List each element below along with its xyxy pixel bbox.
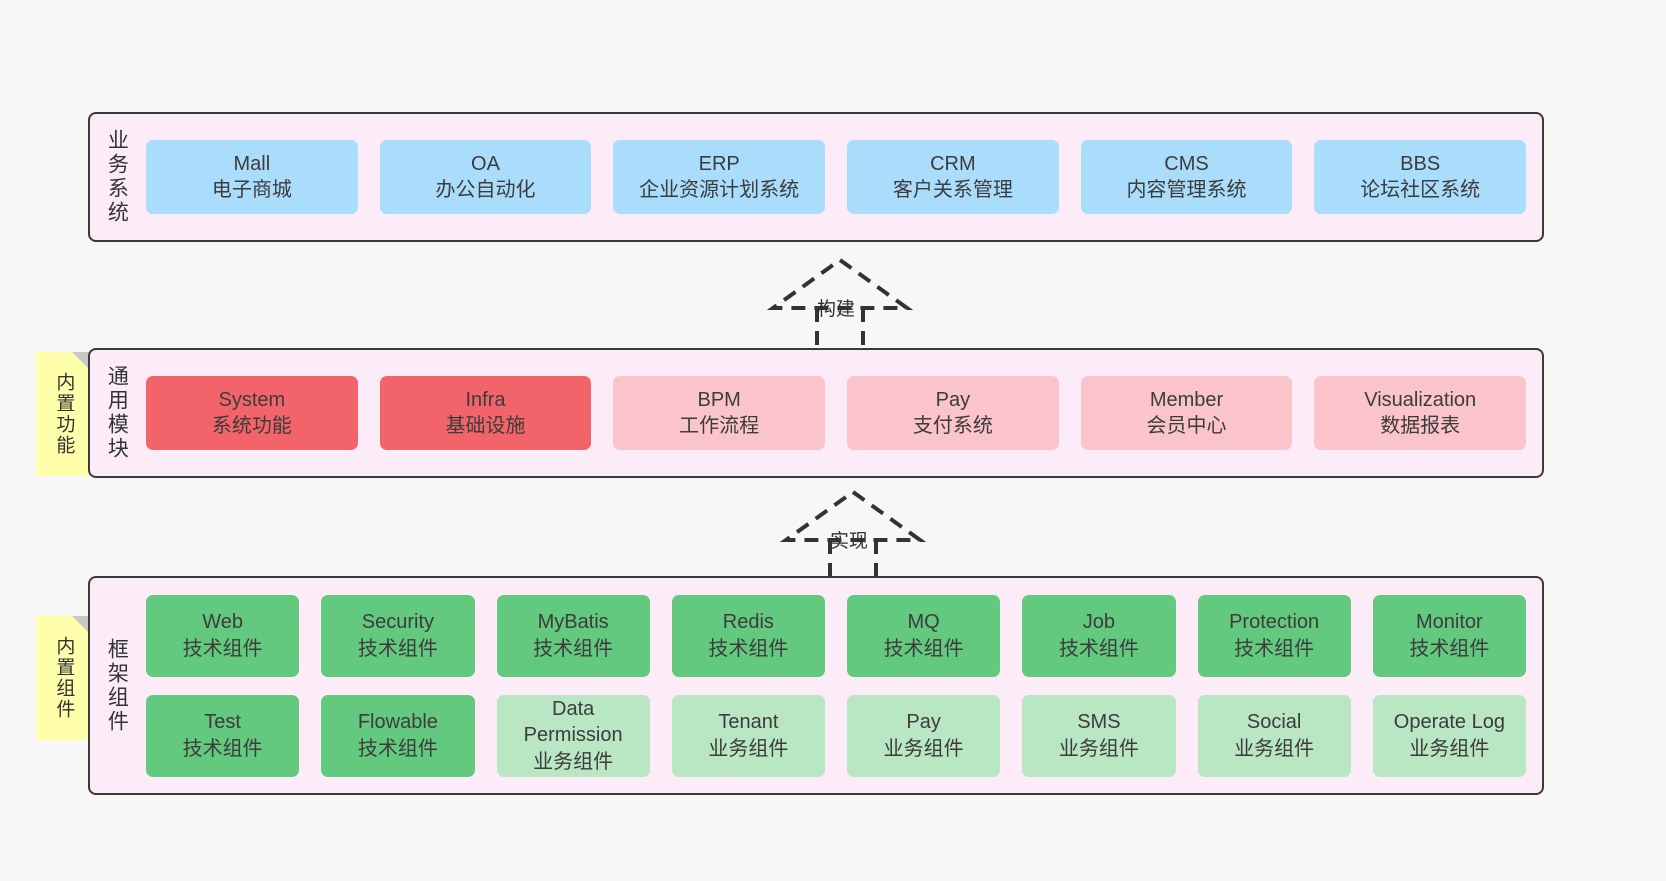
card-mall[interactable]: Mall 电子商城 bbox=[146, 140, 358, 214]
layer-business-body: Mall 电子商城 OA 办公自动化 ERP 企业资源计划系统 CRM 客户关系… bbox=[142, 114, 1542, 240]
generalization-arrowhead bbox=[779, 489, 927, 542]
card-job[interactable]: Job 技术组件 bbox=[1022, 594, 1176, 677]
card-mybatis[interactable]: MyBatis 技术组件 bbox=[496, 594, 650, 677]
card-member[interactable]: Member 会员中心 bbox=[1080, 376, 1293, 450]
card-erp[interactable]: ERP 企业资源计划系统 bbox=[613, 140, 826, 214]
layer-common-title: 通用模块 bbox=[105, 365, 129, 461]
card-crm[interactable]: CRM 客户关系管理 bbox=[847, 140, 1059, 214]
card-web[interactable]: Web 技术组件 bbox=[146, 594, 300, 677]
card-bbs[interactable]: BBS 论坛社区系统 bbox=[1314, 140, 1527, 214]
connector-build: 构建 bbox=[755, 256, 925, 352]
layer-common-body: System 系统功能 Infra 基础设施 BPM 工作流程 Pay 支付系统… bbox=[142, 350, 1542, 476]
layer-framework-body: Web 技术组件 Security 技术组件 MyBatis 技术组件 Redi… bbox=[142, 578, 1542, 793]
card-security[interactable]: Security 技术组件 bbox=[321, 594, 475, 677]
connector-implement-label: 实现 bbox=[830, 531, 869, 552]
note-fold-icon bbox=[72, 616, 90, 634]
common-card-row: System 系统功能 Infra 基础设施 BPM 工作流程 Pay 支付系统… bbox=[146, 376, 1527, 450]
card-pay-component[interactable]: Pay 业务组件 bbox=[847, 694, 1001, 777]
card-flowable[interactable]: Flowable 技术组件 bbox=[321, 694, 475, 777]
layer-business-title: 业务系统 bbox=[105, 129, 129, 225]
card-sms[interactable]: SMS 业务组件 bbox=[1022, 694, 1176, 777]
card-monitor[interactable]: Monitor 技术组件 bbox=[1372, 594, 1526, 677]
card-test[interactable]: Test 技术组件 bbox=[146, 694, 300, 777]
generalization-arrowhead bbox=[766, 257, 914, 310]
layer-common-modules: 通用模块 System 系统功能 Infra 基础设施 BPM 工作流程 Pay… bbox=[88, 348, 1544, 478]
card-infra[interactable]: Infra 基础设施 bbox=[379, 376, 592, 450]
card-social[interactable]: Social 业务组件 bbox=[1197, 694, 1351, 777]
layer-framework-components: 框架组件 Web 技术组件 Security 技术组件 MyBatis 技术组件… bbox=[88, 576, 1544, 795]
note-builtin-components: 内置组件 bbox=[36, 616, 90, 740]
framework-tech-row: Web 技术组件 Security 技术组件 MyBatis 技术组件 Redi… bbox=[146, 594, 1526, 677]
card-protection[interactable]: Protection 技术组件 bbox=[1197, 594, 1351, 677]
card-mq[interactable]: MQ 技术组件 bbox=[847, 594, 1001, 677]
card-operate-log[interactable]: Operate Log 业务组件 bbox=[1372, 694, 1526, 777]
framework-biz-row: Test 技术组件 Flowable 技术组件 Data Permission … bbox=[146, 694, 1526, 777]
card-pay-module[interactable]: Pay 支付系统 bbox=[847, 376, 1059, 450]
connector-stem bbox=[815, 308, 865, 352]
connector-implement: 实现 bbox=[768, 488, 938, 584]
business-card-row: Mall 电子商城 OA 办公自动化 ERP 企业资源计划系统 CRM 客户关系… bbox=[146, 140, 1527, 214]
card-tenant[interactable]: Tenant 业务组件 bbox=[671, 694, 825, 777]
card-redis[interactable]: Redis 技术组件 bbox=[671, 594, 825, 677]
connector-build-label: 构建 bbox=[817, 299, 856, 320]
layer-business-systems: 业务系统 Mall 电子商城 OA 办公自动化 ERP 企业资源计划系统 CRM… bbox=[88, 112, 1544, 242]
card-oa[interactable]: OA 办公自动化 bbox=[379, 140, 592, 214]
card-system[interactable]: System 系统功能 bbox=[146, 376, 358, 450]
card-visualization[interactable]: Visualization 数据报表 bbox=[1314, 376, 1527, 450]
layer-framework-title: 框架组件 bbox=[105, 637, 129, 734]
card-bpm[interactable]: BPM 工作流程 bbox=[613, 376, 826, 450]
note-fold-icon bbox=[72, 352, 90, 370]
note-builtin-features: 内置功能 bbox=[36, 352, 90, 476]
card-data-permission[interactable]: Data Permission 业务组件 bbox=[496, 694, 650, 777]
card-cms[interactable]: CMS 内容管理系统 bbox=[1080, 140, 1293, 214]
